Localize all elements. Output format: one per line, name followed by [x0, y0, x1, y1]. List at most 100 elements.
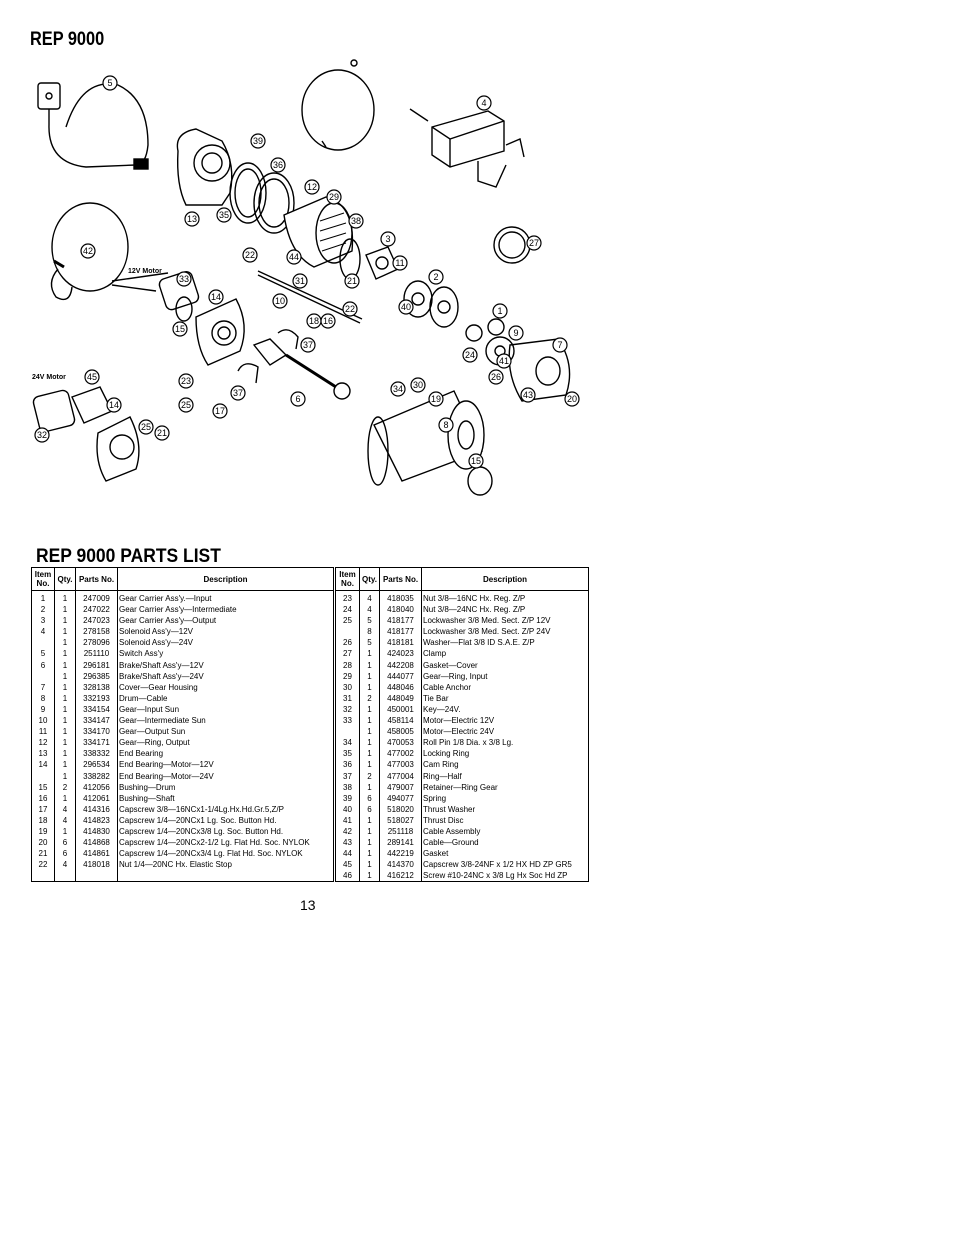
- description-cell: Gear Carrier Ass'y—Intermediate: [117, 604, 335, 616]
- description-cell: Thrust Disc: [421, 814, 589, 826]
- svg-text:34: 34: [393, 384, 403, 394]
- item-no-cell: 11: [31, 726, 55, 738]
- item-no-cell: 19: [31, 825, 55, 838]
- description-cell: Gear—Ring, Output: [117, 737, 335, 749]
- description-cell: Bushing—Shaft: [117, 792, 335, 804]
- description-cell: End Bearing—Motor—12V: [117, 759, 335, 771]
- qty-cell: 1: [54, 670, 76, 682]
- qty-cell: 1: [54, 692, 76, 704]
- svg-text:25: 25: [181, 400, 191, 410]
- qty-cell: 6: [54, 848, 76, 860]
- svg-text:33: 33: [179, 274, 189, 284]
- header-parts-no: Parts No.: [75, 567, 118, 591]
- svg-text:37: 37: [233, 388, 243, 398]
- qty-cell: 1: [54, 615, 76, 627]
- description-cell: Bushing—Drum: [117, 781, 335, 793]
- parts-no-cell: 477002: [379, 748, 422, 760]
- header-description: Description: [117, 567, 335, 591]
- parts-no-cell: 416212: [379, 870, 422, 882]
- qty-cell: 1: [54, 792, 76, 804]
- description-cell: Spring: [421, 792, 589, 804]
- page-number: 13: [300, 897, 316, 913]
- qty-cell: 4: [54, 814, 76, 826]
- item-no-cell: 29: [333, 670, 360, 682]
- svg-text:3: 3: [385, 234, 390, 244]
- qty-cell: 1: [54, 681, 76, 693]
- item-no-cell: 3: [31, 615, 55, 627]
- description-cell: Solenoid Ass'y—24V: [117, 637, 335, 649]
- qty-cell: 1: [54, 737, 76, 749]
- qty-cell: 1: [359, 681, 380, 693]
- svg-text:22: 22: [345, 304, 355, 314]
- parts-no-cell: 479007: [379, 781, 422, 793]
- svg-text:13: 13: [187, 214, 197, 224]
- qty-cell: 1: [54, 825, 76, 838]
- svg-text:31: 31: [295, 276, 305, 286]
- svg-text:32: 32: [37, 430, 47, 440]
- description-cell: Switch Ass'y: [117, 648, 335, 660]
- parts-no-cell: 332193: [75, 692, 118, 704]
- svg-text:16: 16: [323, 316, 333, 326]
- parts-no-cell: 418018: [75, 859, 118, 871]
- svg-text:20: 20: [567, 394, 577, 404]
- svg-text:12: 12: [307, 182, 317, 192]
- qty-cell: 1: [54, 637, 76, 649]
- description-cell: Brake/Shaft Ass'y—12V: [117, 659, 335, 671]
- parts-no-cell: 418177: [379, 615, 422, 627]
- label-24v-motor: 24V Motor: [32, 374, 66, 381]
- description-cell: Gear Carrier Ass'y—Output: [117, 615, 335, 627]
- item-no-cell: [31, 670, 55, 682]
- parts-no-cell: 414370: [379, 859, 422, 871]
- item-no-cell: 5: [31, 648, 55, 660]
- description-cell: Cam Ring: [421, 759, 589, 771]
- parts-no-cell: 412061: [75, 792, 118, 804]
- item-no-cell: 45: [333, 859, 360, 871]
- parts-no-cell: 418035: [379, 590, 422, 605]
- item-no-cell: 20: [31, 837, 55, 849]
- page-title: REP 9000: [30, 29, 105, 50]
- description-cell: Gear—Input Sun: [117, 703, 335, 716]
- parts-no-cell: 448046: [379, 681, 422, 693]
- qty-cell: 2: [359, 770, 380, 782]
- qty-cell: 1: [359, 726, 380, 738]
- parts-no-cell: 334170: [75, 726, 118, 738]
- parts-no-cell: [75, 870, 118, 882]
- svg-text:26: 26: [491, 372, 501, 382]
- parts-no-cell: 251110: [75, 648, 118, 660]
- svg-text:14: 14: [211, 292, 221, 302]
- svg-text:43: 43: [523, 390, 533, 400]
- item-no-cell: 46: [333, 870, 360, 882]
- description-cell: Washer—Flat 3/8 ID S.A.E. Z/P: [421, 637, 589, 649]
- item-no-cell: 42: [333, 825, 360, 838]
- parts-no-cell: 247009: [75, 590, 118, 605]
- qty-cell: 4: [359, 604, 380, 616]
- svg-text:27: 27: [529, 238, 539, 248]
- item-no-cell: 18: [31, 814, 55, 826]
- item-no-cell: 31: [333, 692, 360, 704]
- parts-no-cell: 251118: [379, 825, 422, 838]
- svg-text:22: 22: [245, 250, 255, 260]
- item-no-cell: 23: [333, 590, 360, 605]
- item-no-cell: 4: [31, 626, 55, 638]
- description-cell: Lockwasher 3/8 Med. Sect. Z/P 24V: [421, 626, 589, 638]
- item-no-cell: [333, 726, 360, 738]
- description-cell: Gear—Output Sun: [117, 726, 335, 738]
- svg-text:39: 39: [253, 136, 263, 146]
- parts-no-cell: 470053: [379, 737, 422, 749]
- svg-text:6: 6: [295, 394, 300, 404]
- item-no-cell: 2: [31, 604, 55, 616]
- qty-cell: 4: [54, 859, 76, 871]
- description-cell: Brake/Shaft Ass'y—24V: [117, 670, 335, 682]
- item-no-cell: 1: [31, 590, 55, 605]
